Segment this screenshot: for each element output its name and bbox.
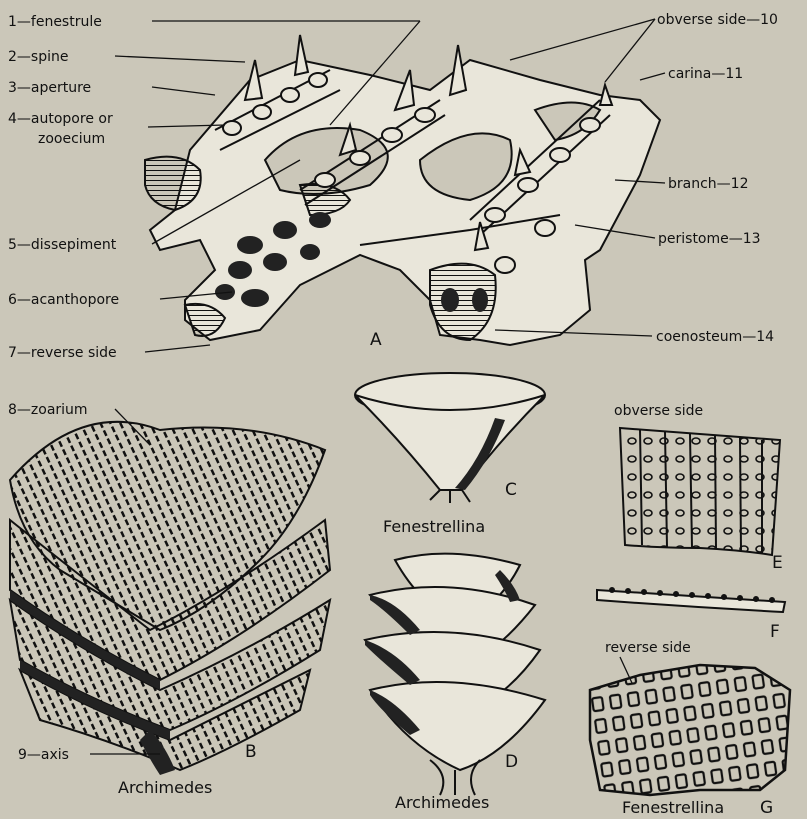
label-fenestrule: 1—fenestrule <box>8 14 102 30</box>
label-coenosteum: coenosteum—14 <box>656 329 774 345</box>
figure-letter-f: F <box>770 622 780 642</box>
caption-reverse-side-g: reverse side <box>605 640 691 656</box>
figure-letter-c: C <box>505 480 517 500</box>
caption-fenestrellina-c: Fenestrellina <box>383 517 485 536</box>
caption-fenestrellina-g: Fenestrellina <box>622 798 724 817</box>
label-zoarium: 8—zoarium <box>8 402 88 418</box>
label-spine: 2—spine <box>8 49 68 65</box>
figure-b-archimedes <box>10 409 330 775</box>
label-obverse-side: obverse side—10 <box>657 12 778 28</box>
label-carina: carina—11 <box>668 66 743 82</box>
cone-body <box>355 395 545 490</box>
caption-archimedes-b: Archimedes <box>118 778 212 797</box>
label-peristome: peristome—13 <box>658 231 761 247</box>
label-dissepiment: 5—dissepiment <box>8 237 117 253</box>
caption-archimedes-d: Archimedes <box>395 793 489 812</box>
figure-letter-e: E <box>772 553 783 573</box>
label-autopore: 4—autopore or <box>8 111 113 127</box>
figure-letter-g: G <box>760 798 773 818</box>
label-branch: branch—12 <box>668 176 748 192</box>
label-reverse-side: 7—reverse side <box>8 345 117 361</box>
figure-g-reverse <box>590 665 790 795</box>
label-aperture: 3—aperture <box>8 80 91 96</box>
figure-e-obverse <box>620 428 780 555</box>
figure-letter-b: B <box>245 742 257 762</box>
caption-obverse-side-e: obverse side <box>614 403 703 419</box>
label-acanthopore: 6—acanthopore <box>8 292 119 308</box>
label-zooecium: zooecium <box>38 131 105 147</box>
figure-letter-a: A <box>370 330 382 350</box>
figure-a-colony <box>145 35 660 345</box>
figure-letter-d: D <box>505 752 518 772</box>
label-axis: 9—axis <box>18 747 69 763</box>
